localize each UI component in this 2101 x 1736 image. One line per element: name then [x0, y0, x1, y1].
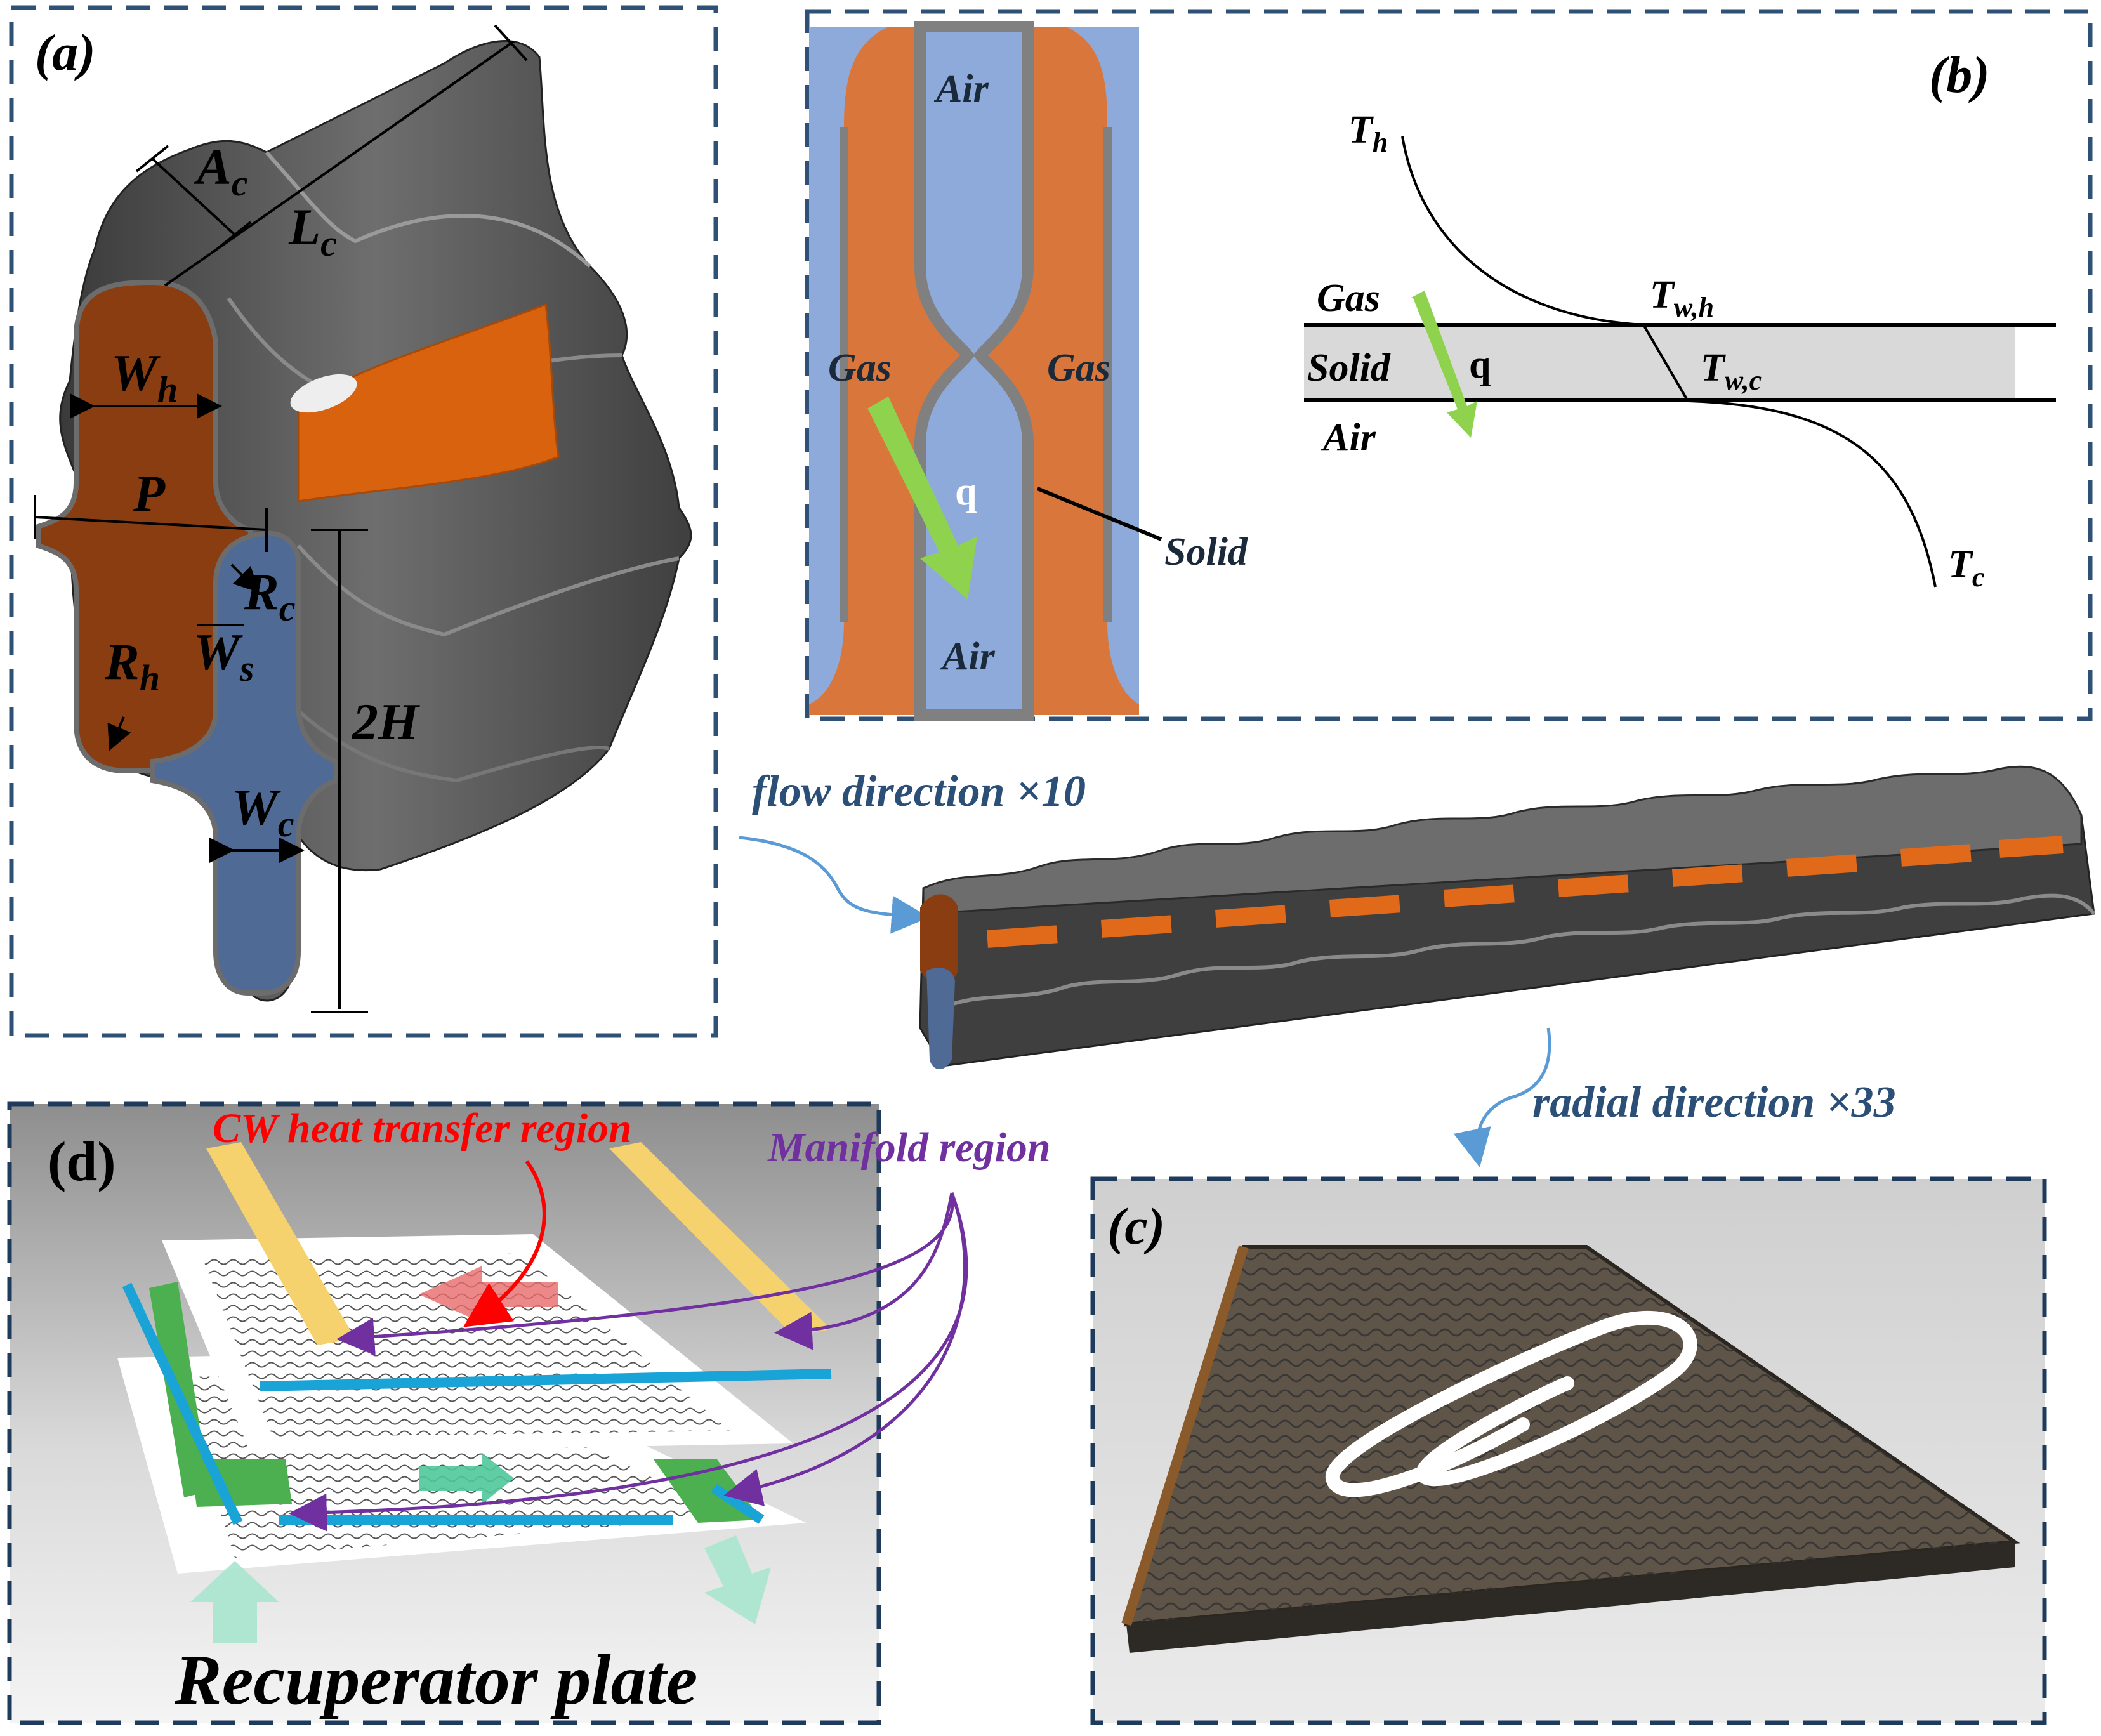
dim-line-ac [151, 157, 236, 236]
outlet-arrow [704, 1535, 771, 1624]
cold-temperature-curve [1687, 400, 1937, 588]
hole-highlight [290, 374, 357, 413]
dim-label-2h: 2H [352, 693, 420, 751]
flow-direction-label: flow direction ×10 [752, 767, 1086, 816]
ridge-line [296, 544, 680, 637]
ridge-line [265, 151, 592, 268]
dim-line-lc-tick [494, 24, 528, 62]
heat-flux-arrow-profile [1410, 291, 1477, 438]
label-air-profile: Air [1321, 416, 1376, 459]
panel-c-label: (c) [1107, 1197, 1165, 1255]
label-air-bottom: Air [940, 635, 996, 678]
panel-c-frame [1090, 1176, 2047, 1725]
panel-d-frame [7, 1101, 881, 1725]
panel-a-label: (a) [35, 23, 96, 81]
flow-direction-arrow [739, 836, 930, 934]
panel-b-frame [805, 9, 2093, 721]
cyan-bar [260, 1369, 832, 1391]
label-twc: Tw,c [1701, 346, 1762, 396]
dim-label-p: P [133, 464, 166, 522]
manifold-region-label: Manifold region [767, 1124, 1051, 1171]
dim-label-rh: Rh [104, 633, 160, 699]
strip-top-wave [922, 765, 2083, 915]
panel-c: (c) [1090, 1176, 2047, 1725]
strip-bottom-wave [938, 893, 2096, 1011]
lower-flow-arrow [419, 1453, 514, 1504]
dim-label-ws: Ws [194, 623, 254, 689]
plate-edge-rust [1121, 1245, 1249, 1626]
label-solid-profile: Solid [1307, 346, 1391, 390]
strip-end-cold [926, 968, 955, 1069]
dim-label-lc: Lc [288, 198, 337, 264]
gas-left-wall [809, 27, 888, 704]
panel-d-label: (d) [48, 1131, 116, 1193]
manifold-arrow [336, 1192, 954, 1356]
ridge-line [297, 709, 610, 783]
label-th: Th [1348, 109, 1388, 158]
cold-channel-section [150, 530, 339, 996]
dim-label-wh: Wh [111, 344, 178, 410]
paper-clip [1326, 1310, 1697, 1497]
hot-channel-inner [297, 303, 560, 503]
solid-band [1304, 325, 2015, 400]
cw-region-label: CW heat transfer region [213, 1105, 632, 1152]
dim-label-rc: Rc [244, 563, 295, 629]
label-air-top: Air [933, 67, 989, 110]
panel-a-frame [9, 5, 718, 1038]
dim-line-rh [107, 716, 131, 751]
panel-b: Air Gas Gas q Air Solid Th Gas Solid q A… [805, 9, 2093, 721]
label-gas-right: Gas [1047, 346, 1110, 390]
label-q-profile: q [1469, 343, 1491, 386]
strip-end-hot [920, 894, 958, 984]
label-solid: Solid [1164, 530, 1248, 574]
dim-line-ac-tick [135, 145, 169, 173]
label-gas-profile: Gas [1317, 277, 1380, 320]
dim-label-ac: Ac [194, 138, 247, 204]
inlet-arrow [190, 1561, 279, 1643]
strip-orange-slots [987, 836, 2064, 948]
label-tc: Tc [1948, 543, 1984, 593]
cw-region-arrow [463, 1160, 546, 1327]
manifold-arrow [289, 1192, 968, 1532]
label-q: q [955, 470, 977, 513]
cyan-bar [122, 1282, 243, 1525]
panel-d: CW heat transfer region Manifold region … [7, 1101, 1051, 1725]
panel-b-label: (b) [1929, 46, 1990, 103]
radial-direction-arrow [1453, 1027, 1551, 1167]
manifold-arrow [774, 1192, 954, 1350]
wall-temperature-drop [1642, 324, 1689, 402]
channel-strip: flow direction ×10 radial direction ×33 [739, 765, 2096, 1167]
label-twh: Tw,h [1650, 273, 1714, 323]
dim-line-rc [230, 563, 260, 593]
solid-leader-line [1036, 487, 1162, 541]
hot-temperature-curve [1401, 136, 1644, 326]
yellow-manifold-left [206, 1142, 355, 1345]
radial-direction-label: radial direction ×33 [1532, 1078, 1896, 1127]
label-gas-left: Gas [828, 346, 892, 390]
green-manifold-bottom [190, 1459, 292, 1507]
panel-a: (a) Ac Lc Wh P Rc Ws Rh 2H Wc [9, 5, 718, 1038]
yellow-manifold-right [609, 1142, 831, 1336]
dim-label-wc: Wc [232, 779, 294, 845]
dim-line-p [34, 516, 267, 531]
dim-line-lc [164, 40, 515, 287]
recuperator-plate-title: Recuperator plate [174, 1641, 697, 1720]
upper-plate-texture [203, 1253, 730, 1437]
heat-flux-arrow [866, 397, 977, 600]
plate-edge [1126, 1542, 2015, 1653]
gas-right-wall [1066, 27, 1139, 704]
